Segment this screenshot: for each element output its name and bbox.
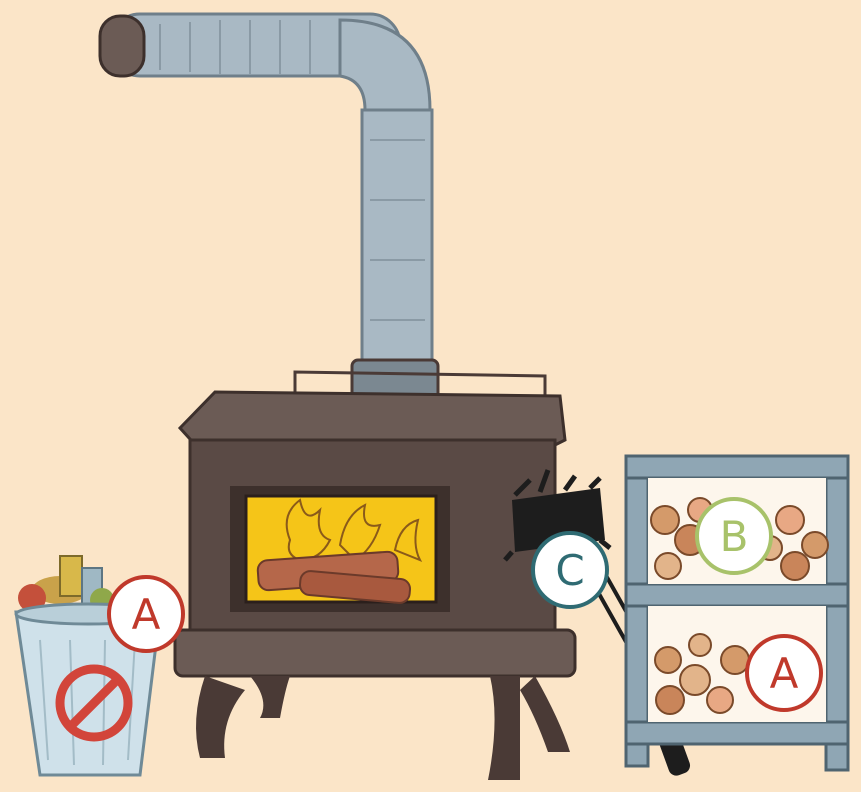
brush-badge-label: C bbox=[531, 531, 609, 609]
fire-window bbox=[246, 496, 436, 604]
top-shelf-badge-label: B bbox=[695, 497, 773, 575]
chimney-pipe bbox=[100, 14, 438, 404]
bucket-badge-label: A bbox=[107, 575, 185, 653]
bottom-shelf-badge-label: A bbox=[745, 634, 823, 712]
